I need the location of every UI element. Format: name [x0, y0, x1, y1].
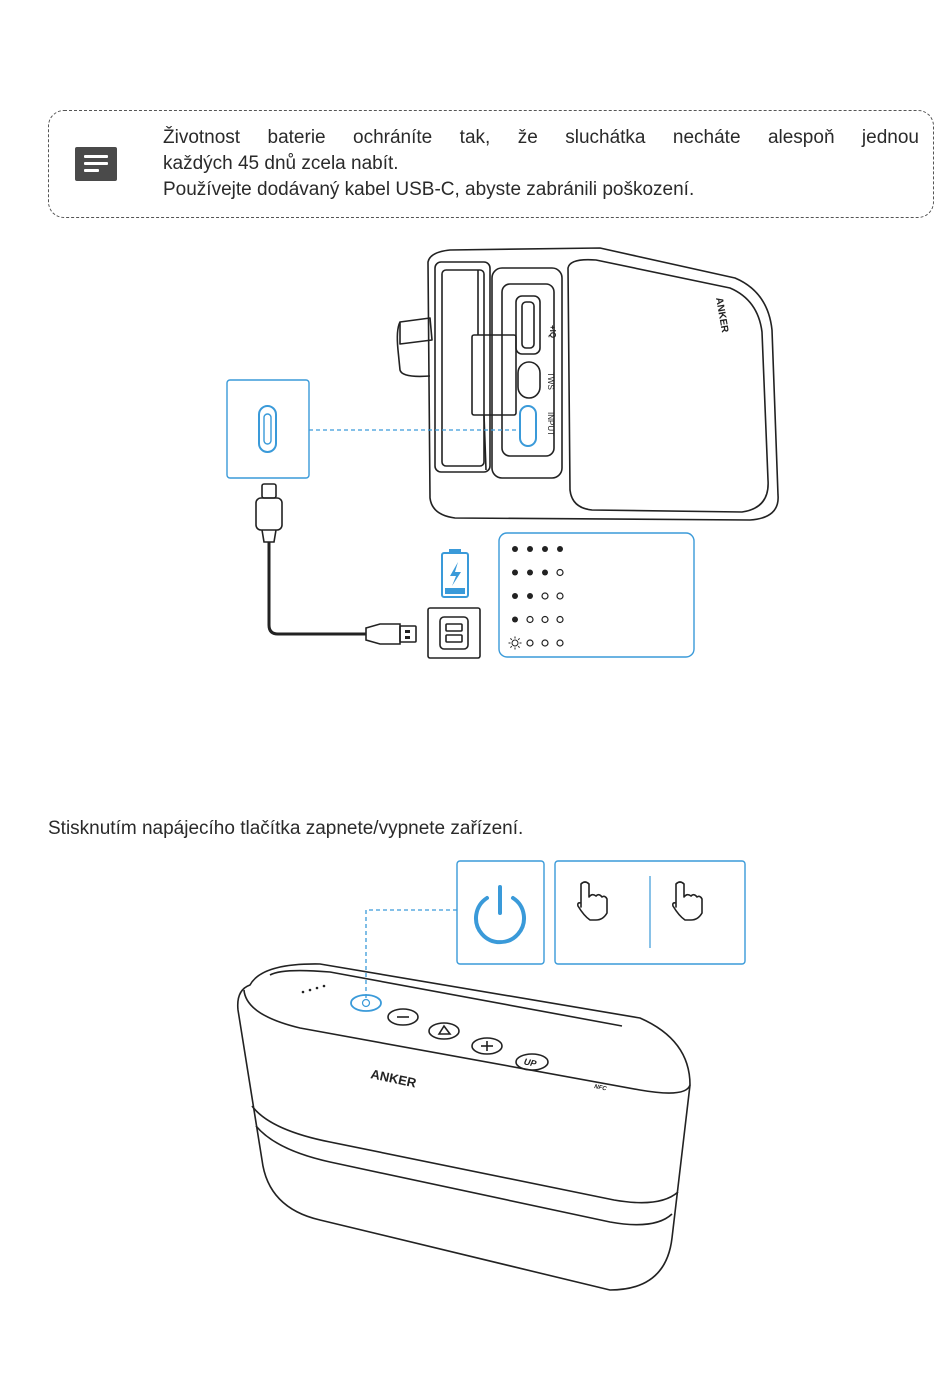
cable	[269, 542, 366, 634]
usb-c-plug	[262, 484, 276, 498]
aux-label: +IQ	[548, 325, 557, 338]
speaker-body	[238, 964, 690, 1290]
led-on	[542, 570, 548, 576]
power-illustration: UP ANKER NFC	[0, 850, 950, 1300]
led-off	[542, 617, 548, 623]
led-off	[527, 617, 533, 623]
led-on	[542, 546, 548, 552]
tws-label: TWS	[546, 372, 555, 390]
led-off	[542, 593, 548, 599]
note-icon	[75, 147, 117, 181]
led-off	[527, 640, 533, 646]
battery-level-row	[509, 637, 564, 650]
usb-c-zoom-box	[227, 380, 309, 478]
led-on	[512, 570, 518, 576]
led-off	[542, 640, 548, 646]
nfc-label: NFC	[594, 1084, 608, 1093]
led-off	[557, 570, 563, 576]
brand-side-logo: ANKER	[713, 297, 730, 335]
usb-a-plug	[400, 626, 416, 642]
power-icon	[476, 887, 524, 942]
note-box: Životnost baterie ochráníte tak, že sluc…	[48, 110, 934, 218]
hand-press-icon	[673, 882, 702, 920]
note-line-3: Používejte dodávaný kabel USB-C, abyste …	[163, 177, 919, 203]
led-on	[557, 546, 563, 552]
input-label: INPUT	[546, 412, 555, 436]
battery-charging-icon	[442, 549, 468, 597]
led-off	[557, 617, 563, 623]
led-off	[557, 593, 563, 599]
usb-c-port-icon	[259, 406, 276, 452]
brand-logo: ANKER	[369, 1066, 418, 1090]
led-on	[512, 593, 518, 599]
port-cover-flap	[400, 318, 432, 344]
usb-c-input-port	[520, 406, 536, 446]
battery-level-row	[512, 617, 563, 623]
led-on	[512, 617, 518, 623]
battery-level-indicators	[509, 546, 564, 650]
note-line-1: Životnost baterie ochráníte tak, že sluc…	[163, 125, 919, 151]
battery-level-row	[512, 546, 563, 552]
tws-button	[518, 362, 540, 398]
battery-level-row	[512, 593, 563, 599]
note-text: Životnost baterie ochráníte tak, že sluc…	[163, 125, 919, 203]
led-on	[527, 546, 533, 552]
power-instruction: Stisknutím napájecího tlačítka zapnete/v…	[48, 818, 523, 840]
hand-press-icon	[578, 882, 607, 920]
bassup-label: UP	[523, 1056, 538, 1069]
usb-charger-icon	[428, 608, 480, 658]
charging-illustration: +IQ TWS INPUT ANKER	[0, 240, 950, 670]
speaker-side-body	[428, 248, 778, 520]
blinking-led-icon	[509, 637, 522, 650]
led-on	[512, 546, 518, 552]
aux-port	[516, 296, 540, 354]
led-on	[527, 570, 533, 576]
led-on	[527, 593, 533, 599]
note-line-2: každých 45 dnů zcela nabít.	[163, 151, 919, 177]
battery-level-row	[512, 570, 563, 576]
led-off	[557, 640, 563, 646]
